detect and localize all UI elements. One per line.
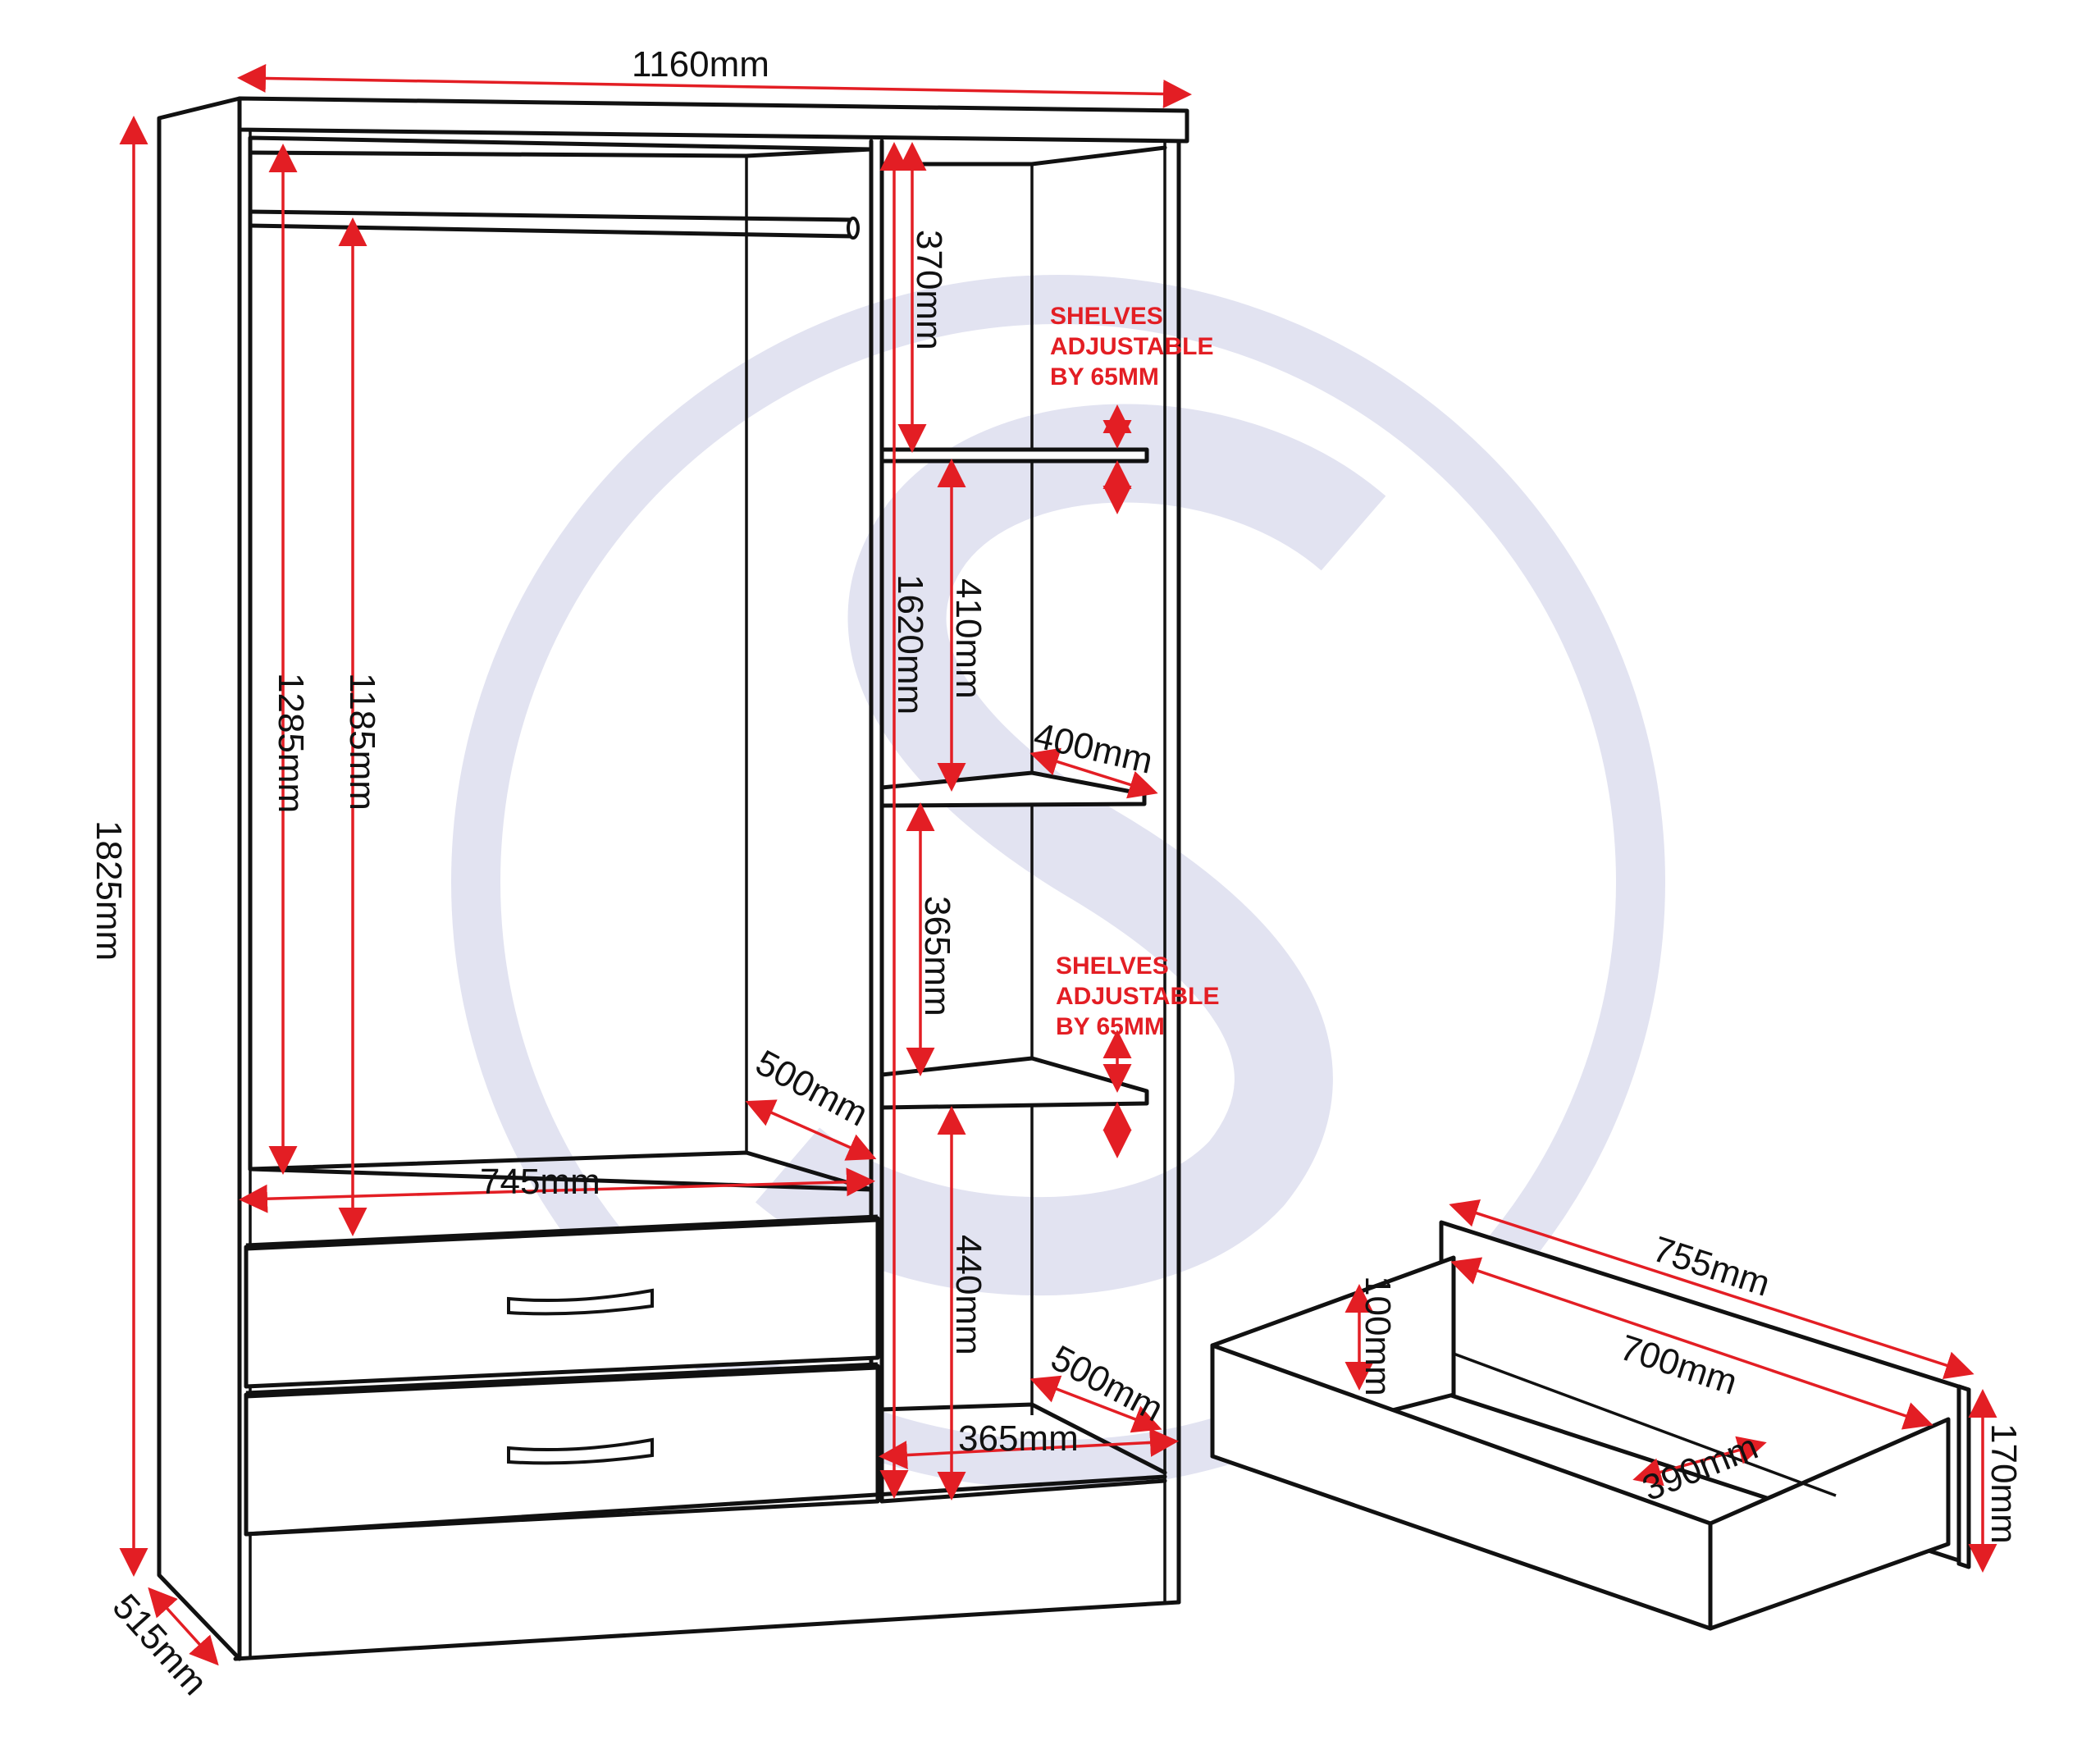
left-side-panel xyxy=(157,96,242,1661)
svg-text:SHELVES: SHELVES xyxy=(1056,952,1169,980)
svg-text:SHELVES: SHELVES xyxy=(1050,303,1163,330)
drawer-front-panel xyxy=(1956,1384,1971,1569)
label-hanging-height: 1285mm xyxy=(271,673,311,813)
label-overall-height: 1825mm xyxy=(89,820,129,961)
plinth-top xyxy=(244,1474,1167,1537)
svg-text:BY 65MM: BY 65MM xyxy=(1056,1013,1165,1040)
hanging-rail xyxy=(248,209,860,240)
shelf-adjust-note-2: SHELVES ADJUSTABLE BY 65MM xyxy=(1056,952,1219,1040)
label-compartment-3: 365mm xyxy=(917,896,957,1016)
label-compartment-2: 410mm xyxy=(948,578,988,699)
svg-text:ADJUSTABLE: ADJUSTABLE xyxy=(1056,983,1219,1010)
svg-text:ADJUSTABLE: ADJUSTABLE xyxy=(1050,333,1213,360)
drawer-side-long xyxy=(1210,1343,1713,1631)
shelf-base-front xyxy=(879,1478,1167,1504)
label-shelf-internal-depth: 500mm xyxy=(1044,1338,1170,1430)
dimension-lines xyxy=(119,63,1997,1666)
hanging-top-back-edge xyxy=(248,147,874,158)
shelf-top-back-edge xyxy=(879,145,1167,167)
label-drawer-front-height: 170mm xyxy=(1984,1423,2024,1544)
shelf-1 xyxy=(879,447,1149,464)
drawer-detail xyxy=(1210,1220,1971,1631)
top-panel xyxy=(237,96,1189,144)
label-hanging-depth: 500mm xyxy=(749,1043,874,1135)
label-rail-height: 1185mm xyxy=(342,673,382,811)
label-shelf-overall-height: 1620mm xyxy=(890,574,930,715)
drawer-1[interactable] xyxy=(244,1214,880,1389)
label-hanging-width: 745mm xyxy=(480,1162,600,1202)
label-shelf-internal-width: 365mm xyxy=(958,1418,1079,1459)
label-compartment-1: 370mm xyxy=(909,230,949,350)
label-compartment-4: 440mm xyxy=(948,1235,988,1355)
hanging-compartment-frame xyxy=(248,135,874,1192)
drawer-1-handle[interactable] xyxy=(507,1288,654,1316)
base-bottom-edge xyxy=(233,1600,1181,1661)
drawer-2[interactable] xyxy=(244,1362,880,1537)
shelf-adjust-note-1: SHELVES ADJUSTABLE BY 65MM xyxy=(1050,303,1213,391)
svg-text:BY 65MM: BY 65MM xyxy=(1050,363,1159,391)
label-overall-width: 1160mm xyxy=(632,44,769,85)
drawer-2-handle[interactable] xyxy=(507,1437,654,1465)
label-drawer-internal-height: 100mm xyxy=(1358,1276,1398,1396)
